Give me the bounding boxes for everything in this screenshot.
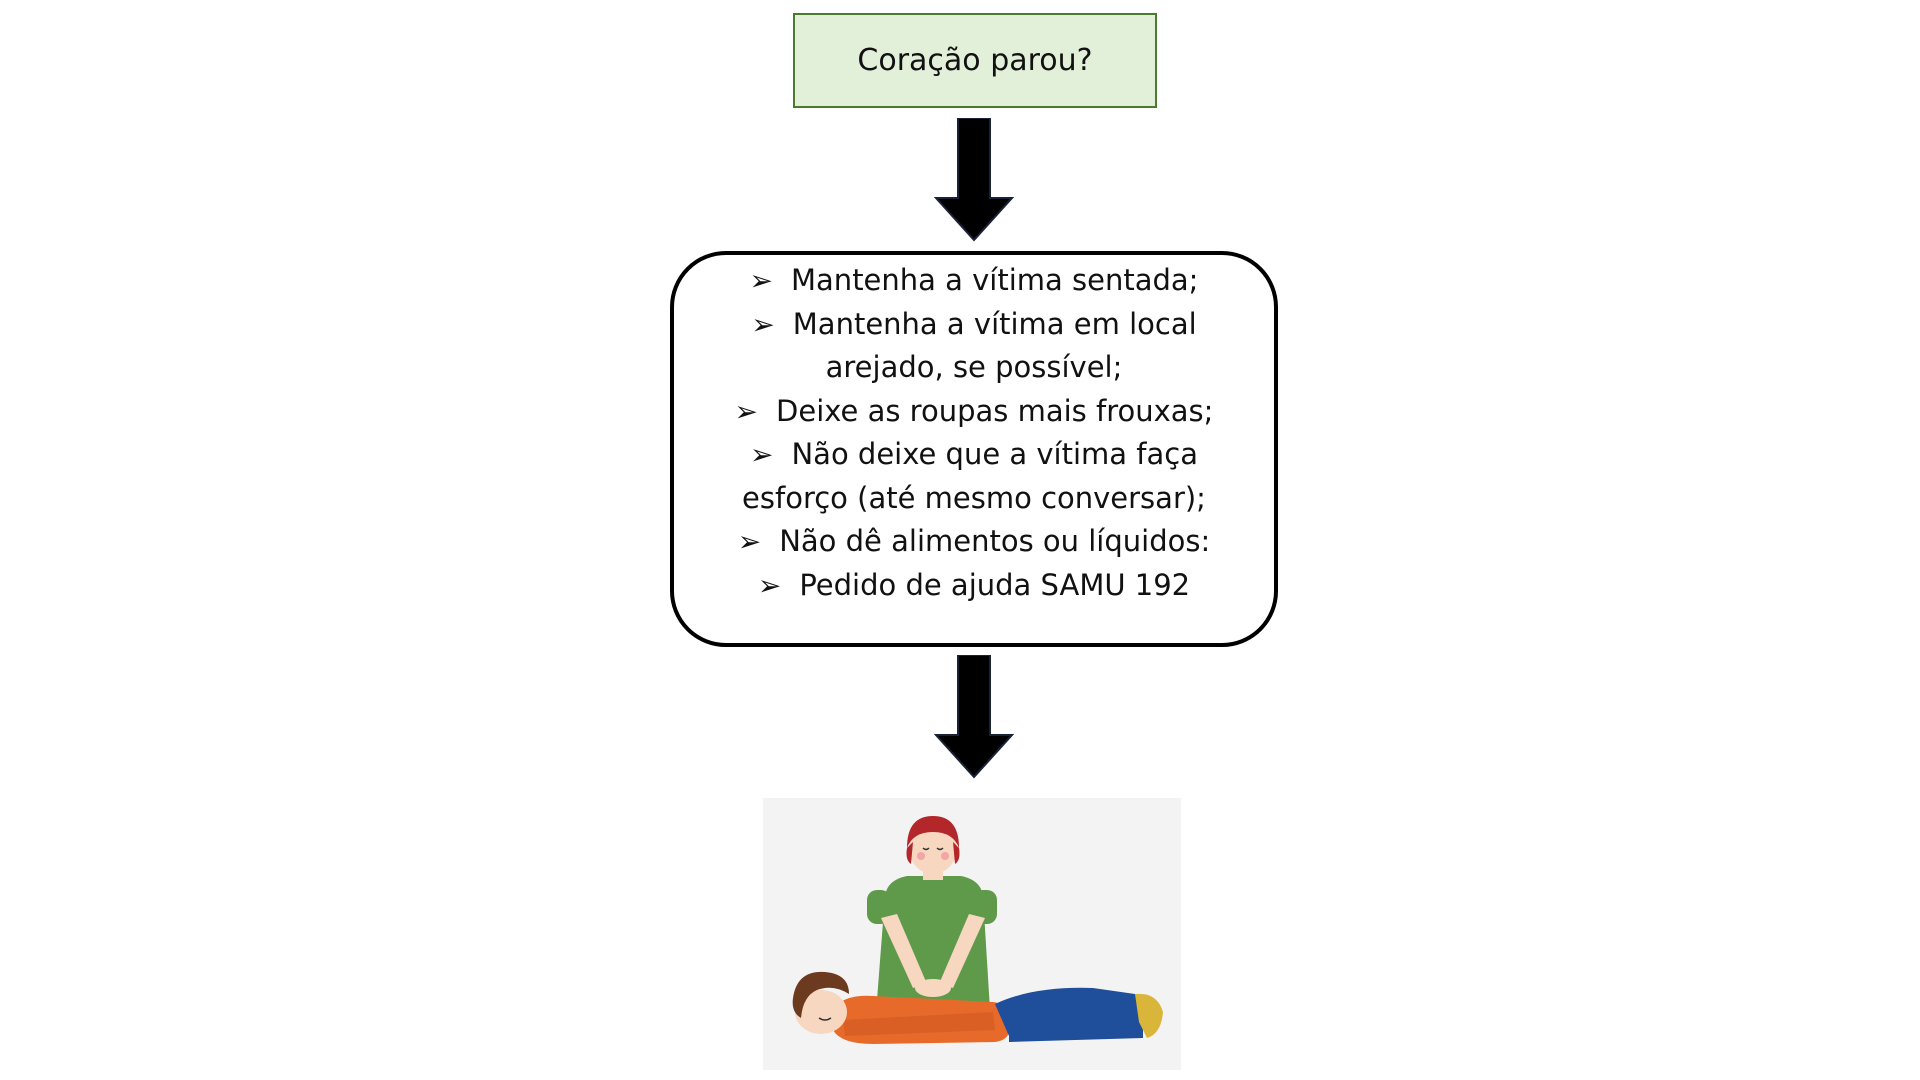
arrow-bullet-icon: ➢: [750, 438, 774, 471]
rescuer-figure: [867, 816, 997, 1026]
down-arrow-2: [934, 655, 1014, 779]
step-text: Mantenha a vítima sentada;: [791, 263, 1199, 297]
start-node: Coração parou?: [793, 13, 1157, 108]
cpr-illustration: [763, 798, 1181, 1070]
start-node-label: Coração parou?: [857, 43, 1093, 78]
step-item: ➢Não deixe que a vítima faça esforço (at…: [696, 433, 1252, 520]
steps-node: ➢ Mantenha a vítima sentada; ➢ Mantenha a v…: [670, 251, 1278, 647]
step-item: ➢ Não dê alimentos ou líquidos:: [696, 520, 1252, 564]
arrow-bullet-icon: ➢: [734, 394, 759, 428]
arrow-bullet-icon: ➢: [751, 307, 775, 341]
victim-figure: [792, 971, 1163, 1044]
step-text: Não dê alimentos ou líquidos:: [779, 524, 1211, 558]
step-item: ➢ Mantenha a vítima em local arejado, se …: [696, 303, 1252, 390]
step-text: Não deixe que a vítima faça esforço (até…: [742, 437, 1206, 515]
step-text: Pedido de ajuda SAMU 192: [799, 567, 1191, 602]
step-text: Deixe as roupas mais frouxas;: [776, 393, 1214, 428]
steps-list: ➢ Mantenha a vítima sentada; ➢ Mantenha a v…: [696, 259, 1252, 607]
step-text: Mantenha a vítima em local arejado, se p…: [792, 306, 1197, 385]
step-item: ➢ Pedido de ajuda SAMU 192: [696, 564, 1252, 608]
arrow-bullet-icon: ➢: [757, 568, 782, 602]
arrow-bullet-icon: ➢: [737, 525, 762, 558]
step-item: ➢ Deixe as roupas mais frouxas;: [696, 390, 1252, 434]
step-item: ➢ Mantenha a vítima sentada;: [696, 259, 1252, 303]
arrow-bullet-icon: ➢: [749, 264, 774, 297]
down-arrow-1: [934, 118, 1014, 242]
